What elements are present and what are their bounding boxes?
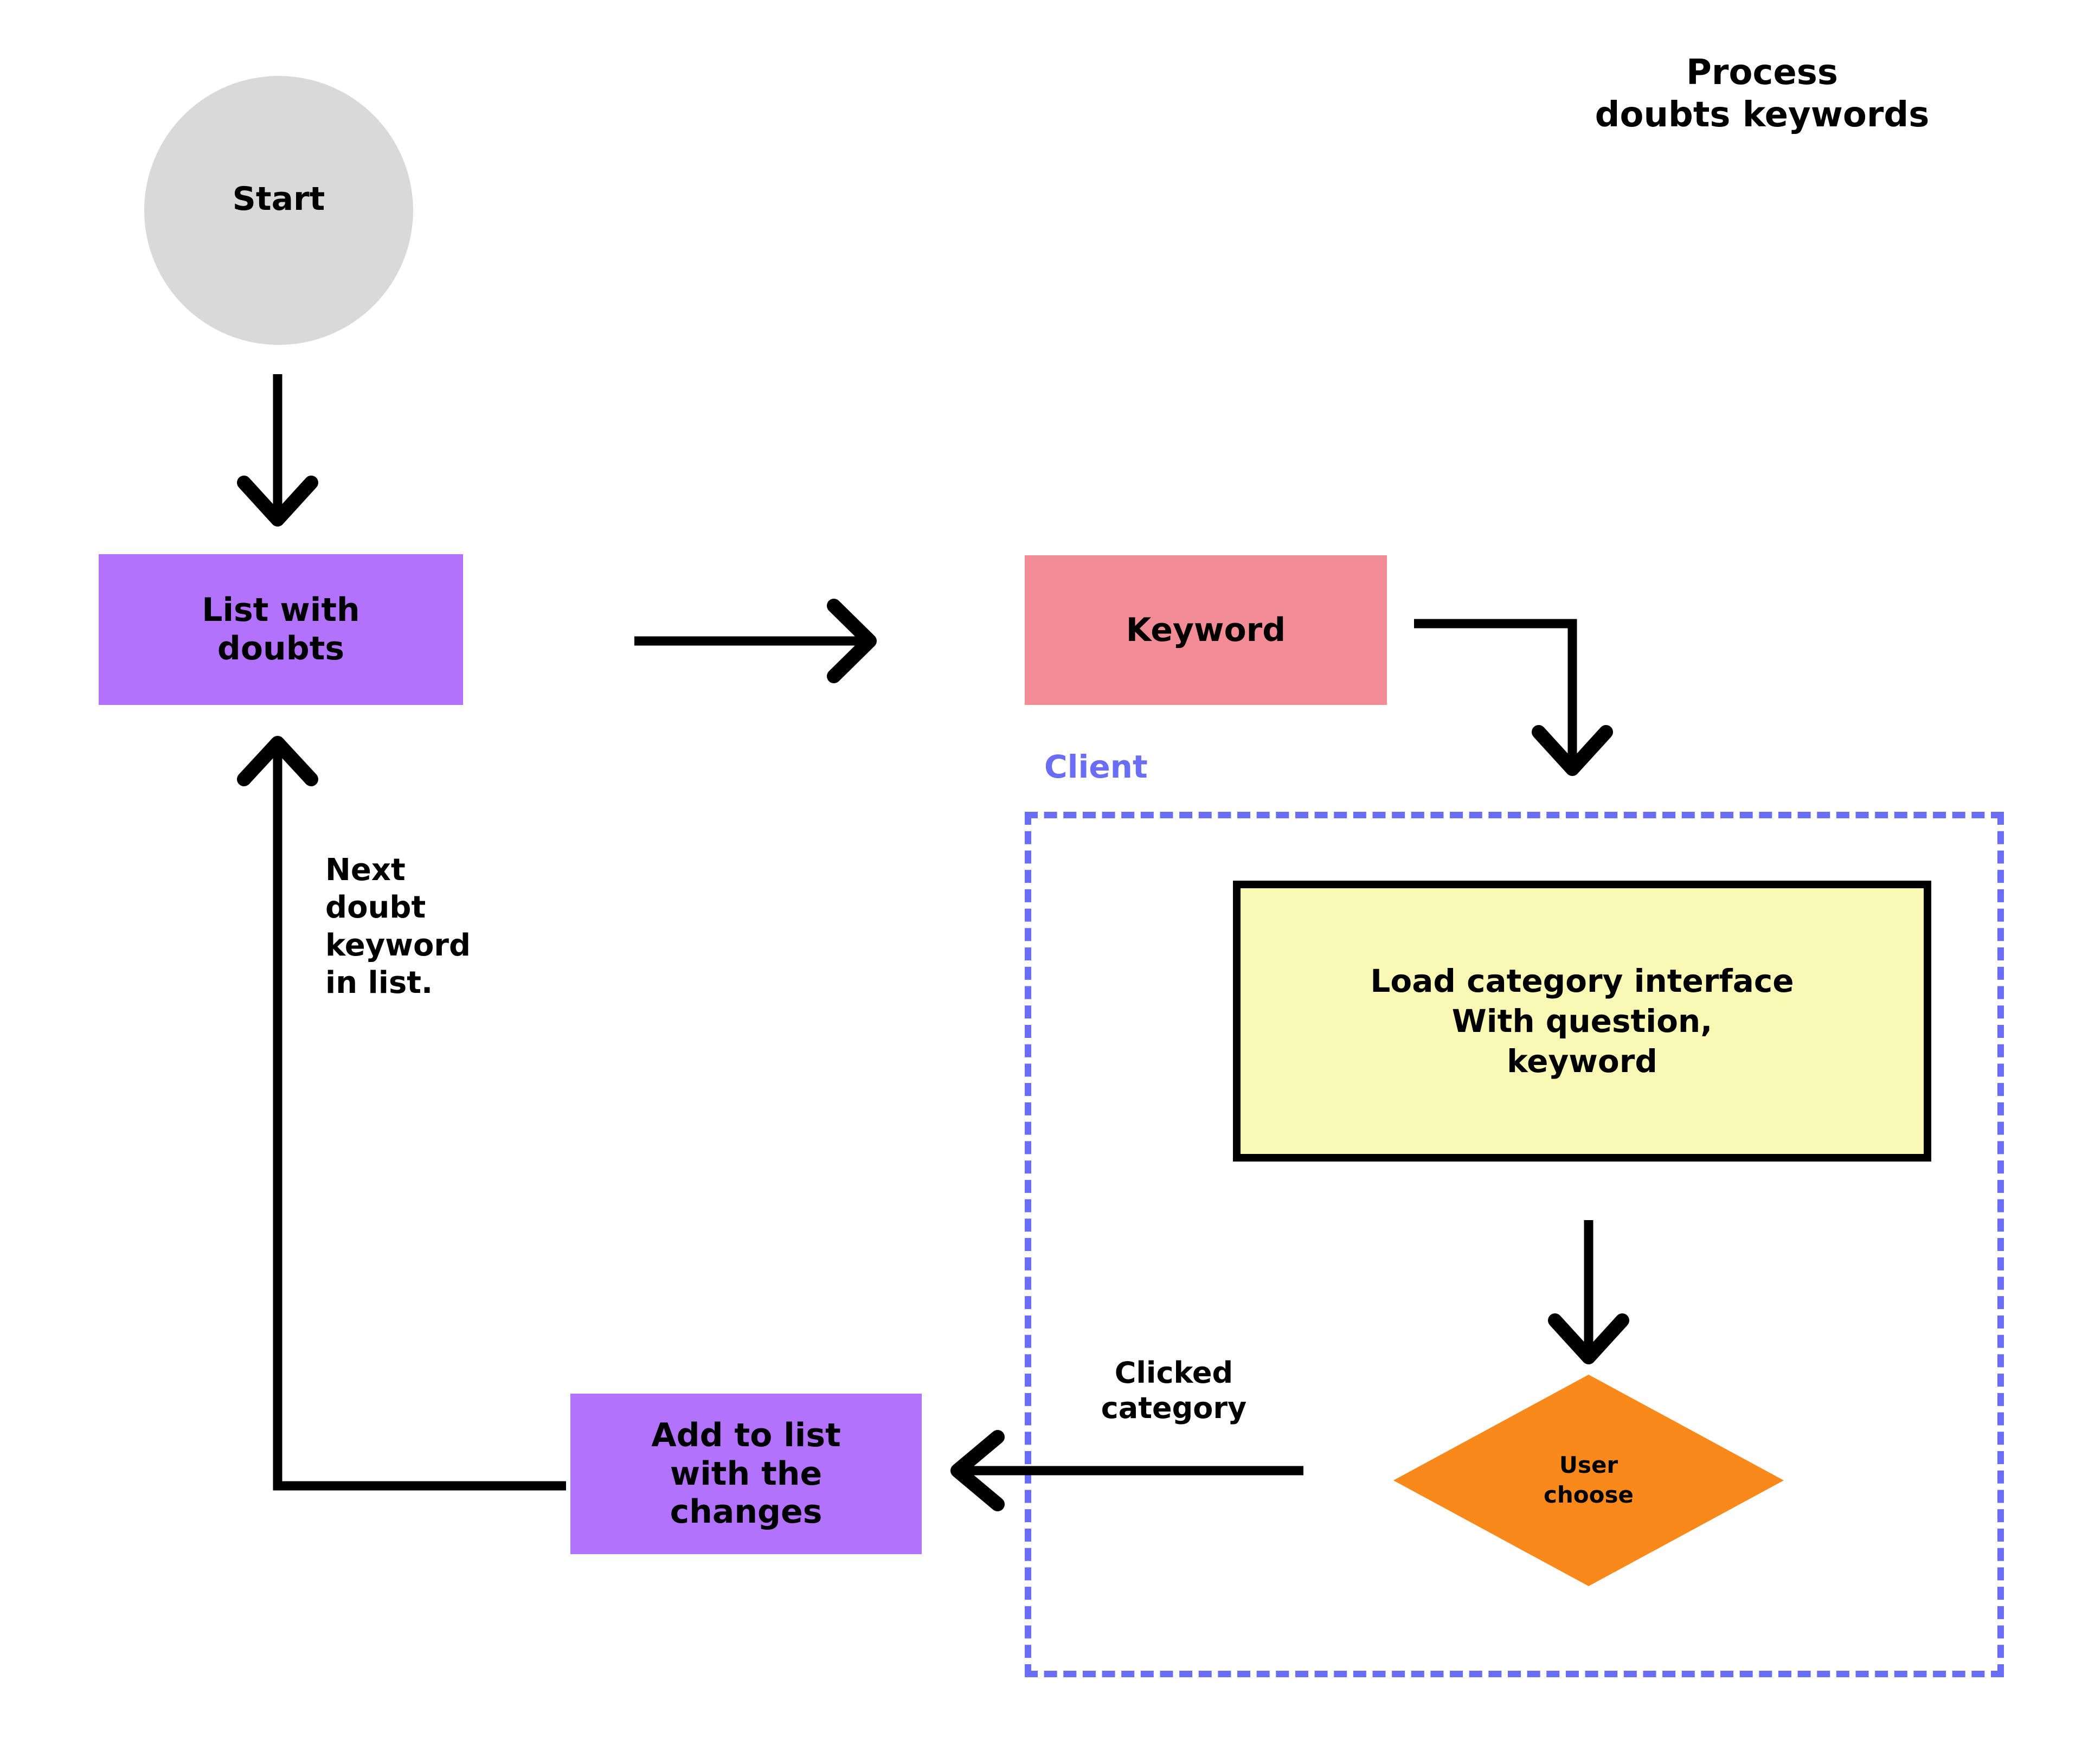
node-keyword[interactable]: Keyword [1025,555,1387,705]
node-add-to-list-with-changes[interactable]: Add to list with the changes [570,1394,922,1554]
edge-label-next-doubt: Next doubt keyword in list. [325,852,471,1001]
edge-list-to-keyword [634,599,877,683]
node-start[interactable]: Start [144,76,413,345]
client-group-region [1025,812,2004,1677]
client-group-label: Client [1044,748,1148,785]
page-title: Process doubts keywords [1595,53,1930,136]
edge-start-to-list [237,374,318,527]
edge-label-clicked-category: Clicked category [1101,1356,1247,1425]
node-load-category-interface[interactable]: Load category interface With question, k… [1233,881,1931,1162]
edge-keyword-to-interface [1414,619,1613,776]
node-list-with-doubts[interactable]: List with doubts [99,554,463,705]
